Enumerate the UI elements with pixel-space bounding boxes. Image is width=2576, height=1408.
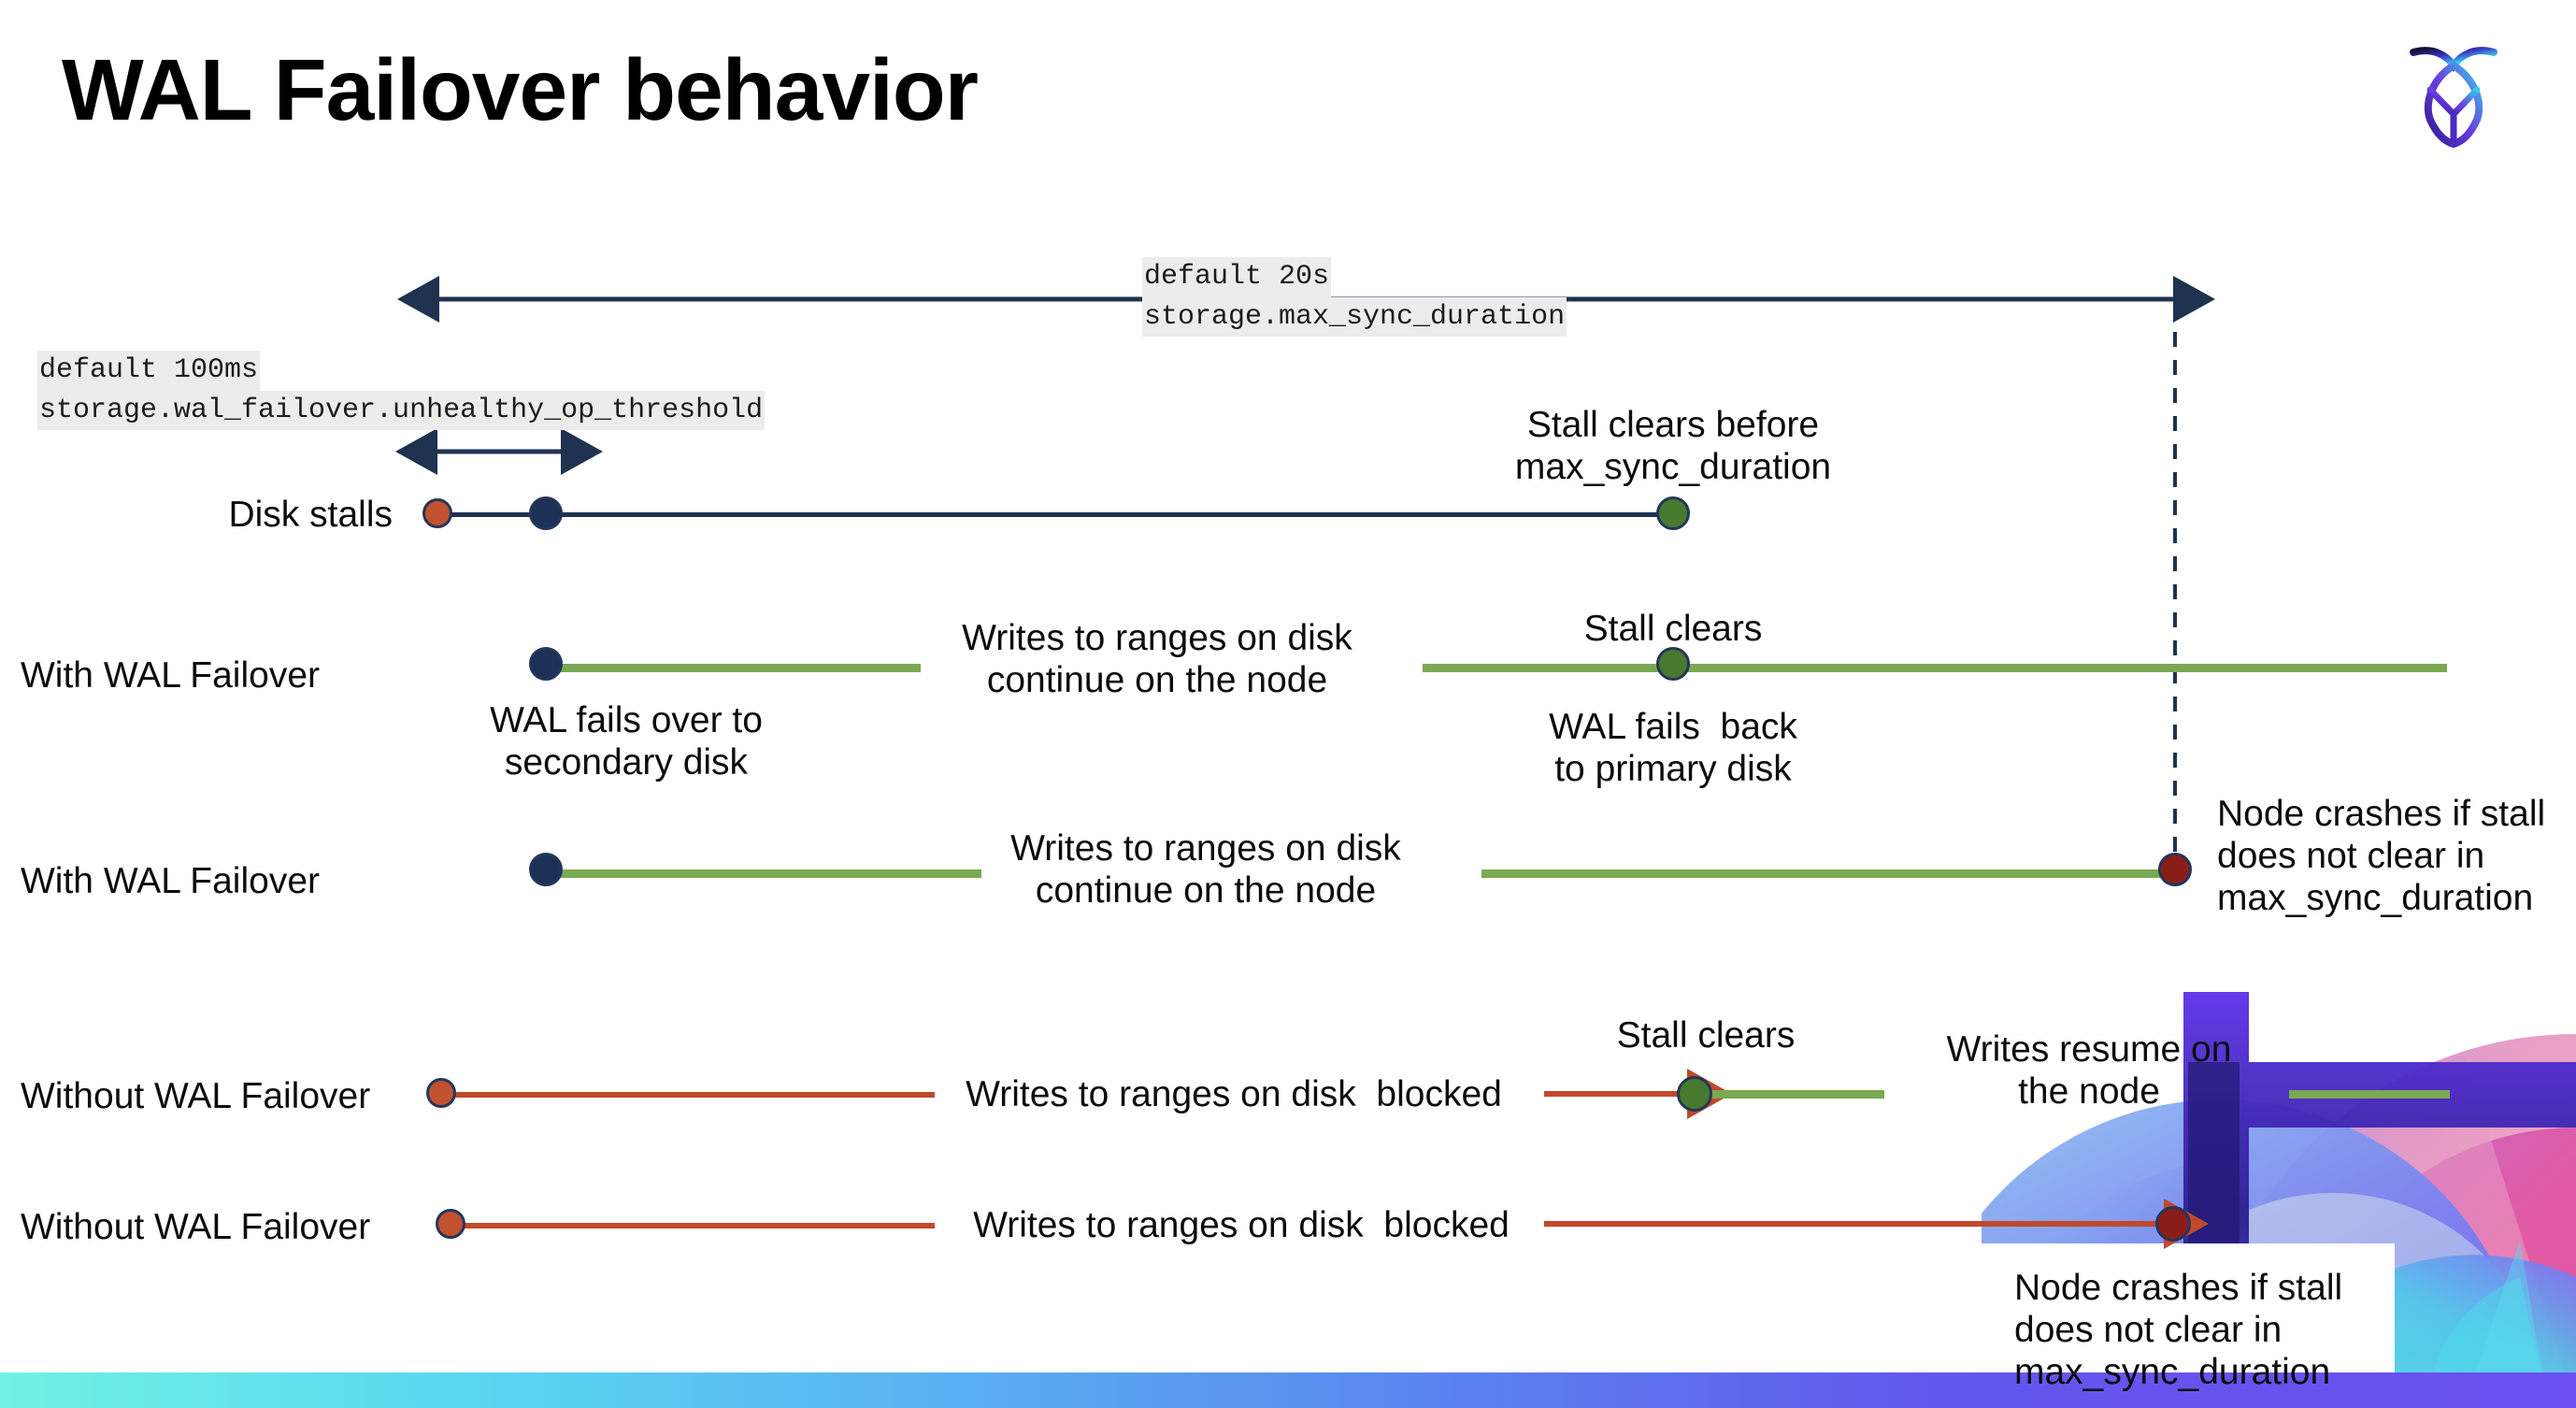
without-failover-stall-dot-2 bbox=[436, 1209, 465, 1239]
row-label-with-wal-failover-1: With WAL Failover bbox=[21, 655, 320, 696]
wal-failover-start-dot-2 bbox=[529, 853, 563, 886]
callout-writes-blocked-1: Writes to ranges on disk blocked bbox=[966, 1074, 1502, 1114]
callout-writes-resume: Writes resume on the node bbox=[1946, 1029, 2232, 1113]
without-failover-blocked-segment-2 bbox=[447, 1223, 935, 1228]
without-failover-resume-segment-1 bbox=[1697, 1090, 1884, 1099]
unhealthy-setting-label: storage.wal_failover.unhealthy_op_thresh… bbox=[37, 390, 766, 431]
callout-writes-continue-1: Writes to ranges on disk continue on the… bbox=[962, 618, 1352, 701]
row-label-without-wal-failover-2: Without WAL Failover bbox=[21, 1207, 371, 1247]
callout-wal-fails-back: WAL fails back to primary disk bbox=[1549, 707, 1797, 790]
callout-wal-fails-over: WAL fails over to secondary disk bbox=[490, 700, 763, 783]
wal-failover-crash-segment-2 bbox=[1481, 869, 2173, 878]
node-crash-dot-2 bbox=[2155, 1206, 2191, 1242]
disk-stall-timeline bbox=[439, 512, 1673, 517]
callout-stall-clears-before: Stall clears before max_sync_duration bbox=[1514, 405, 1832, 488]
node-crash-dot-1 bbox=[2158, 853, 2192, 886]
without-failover-resume-segment-2 bbox=[2289, 1090, 2450, 1099]
row-label-with-wal-failover-2: With WAL Failover bbox=[21, 861, 320, 901]
max-sync-default-label: default 20s bbox=[1142, 257, 1332, 297]
callout-node-crashes-2: Node crashes if stall does not clear in … bbox=[2014, 1268, 2343, 1393]
wal-failover-segment-1 bbox=[547, 664, 921, 672]
row-label-without-wal-failover-1: Without WAL Failover bbox=[21, 1076, 371, 1116]
bottom-gradient-bar bbox=[0, 1372, 2576, 1408]
page-title: WAL Failover behavior bbox=[62, 41, 979, 138]
callout-mask-left bbox=[1682, 1176, 1982, 1408]
wal-failover-start-dot-1 bbox=[529, 647, 563, 681]
without-failover-stall-dot-1 bbox=[426, 1078, 456, 1108]
wal-failback-dot bbox=[1656, 647, 1690, 681]
wal-failover-segment-2 bbox=[1423, 664, 2447, 672]
cockroachdb-logo-icon bbox=[2393, 28, 2514, 150]
callout-node-crashes-1: Node crashes if stall does not clear in … bbox=[2217, 794, 2546, 919]
callout-stall-clears-1: Stall clears bbox=[1583, 609, 1763, 649]
disk-stall-start-dot bbox=[422, 498, 452, 528]
unhealthy-op-threshold-annotation: default 100ms storage.wal_failover.unhea… bbox=[37, 351, 766, 431]
callout-stall-clears-2: Stall clears bbox=[1616, 1015, 1796, 1056]
callout-writes-continue-2: Writes to ranges on disk continue on the… bbox=[1010, 828, 1401, 912]
disk-stall-detected-dot bbox=[529, 496, 563, 530]
max-sync-duration-annotation: default 20s storage.max_sync_duration bbox=[1142, 257, 1567, 338]
disk-stall-cleared-dot bbox=[1656, 496, 1690, 530]
max-sync-setting-label: storage.max_sync_duration bbox=[1142, 296, 1567, 338]
callout-writes-blocked-2: Writes to ranges on disk blocked bbox=[973, 1205, 1510, 1245]
row-label-disk-stalls: Disk stalls bbox=[228, 495, 393, 535]
without-failover-cleared-dot bbox=[1677, 1076, 1712, 1112]
without-failover-blocked-segment-1 bbox=[447, 1092, 935, 1098]
unhealthy-default-label: default 100ms bbox=[37, 351, 261, 391]
wal-failover-crash-segment-1 bbox=[547, 869, 981, 878]
